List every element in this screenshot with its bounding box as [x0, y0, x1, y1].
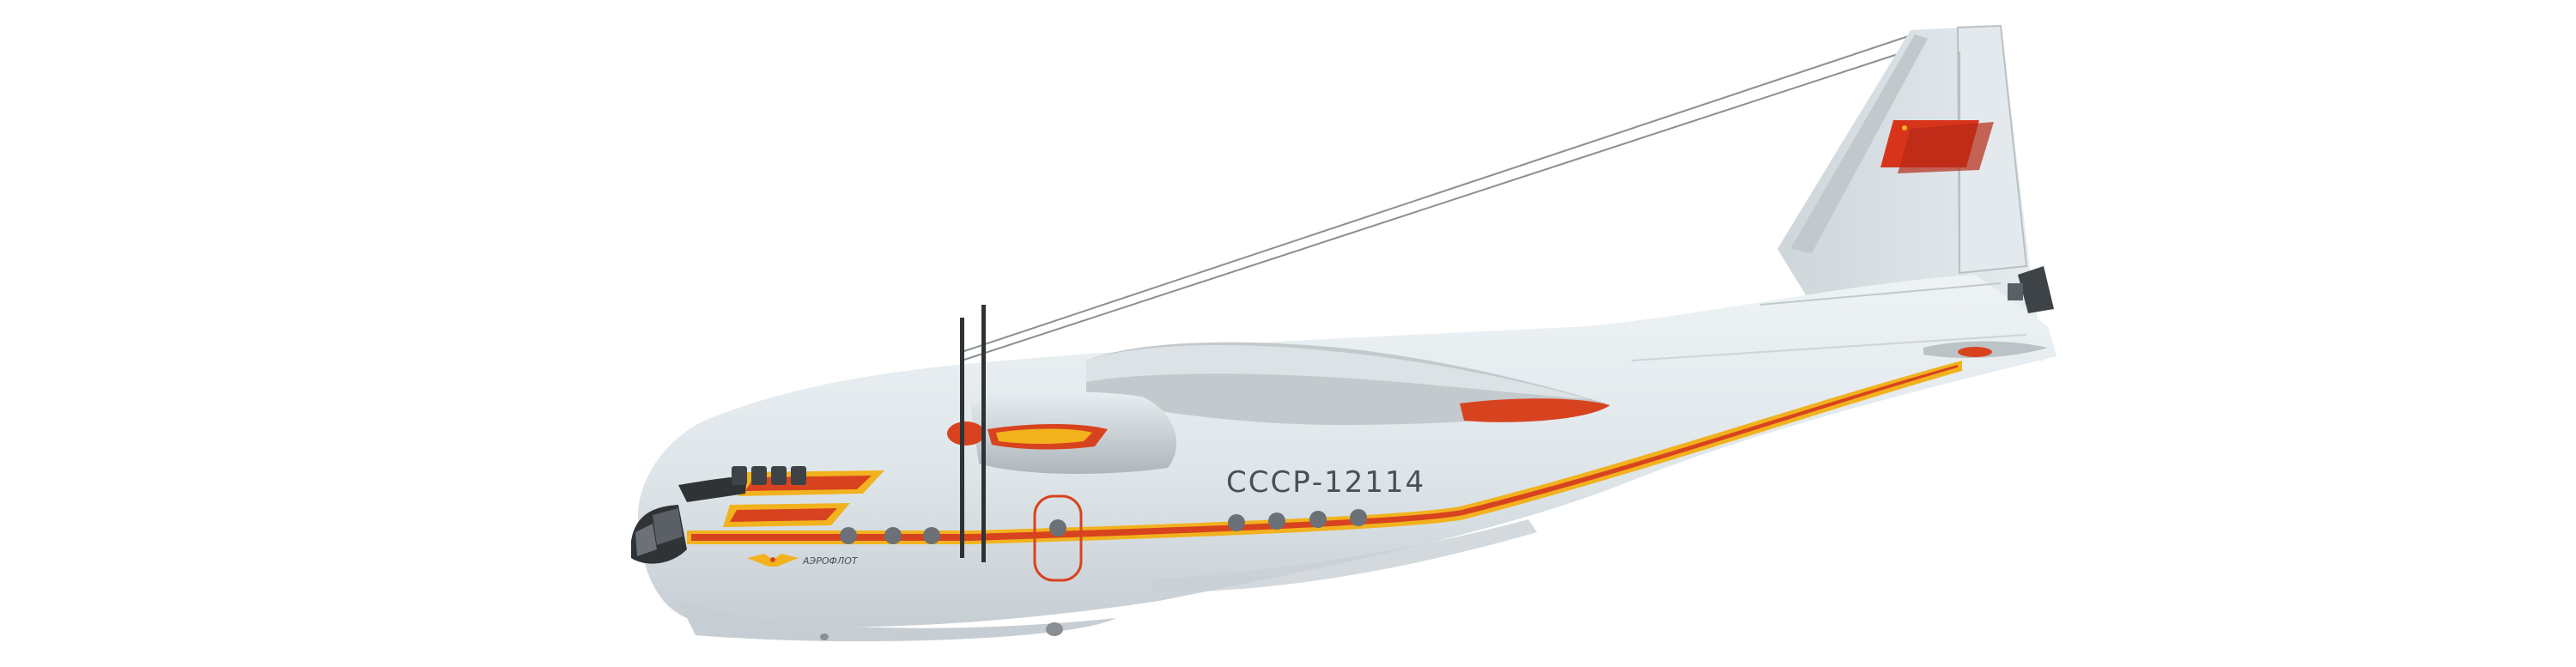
horizontal-stabilizer	[1923, 341, 2048, 358]
cabin-window	[923, 527, 940, 544]
cabin-window	[840, 527, 857, 544]
fuselage	[637, 275, 2057, 642]
antenna-wires	[961, 32, 1933, 361]
main-wing	[1086, 342, 1610, 425]
propeller-blade	[960, 318, 964, 558]
tail-cone	[2008, 266, 2054, 313]
cabin-window	[1268, 512, 1285, 530]
registration-text: СССР-12114	[1226, 465, 1425, 500]
airline-name-text: АЭРОФЛОТ	[802, 555, 859, 567]
landing-gear	[820, 622, 1063, 640]
propeller-blade	[981, 305, 986, 562]
nose-glazing	[631, 476, 747, 564]
cabin-windows	[840, 509, 1367, 544]
cabin-window	[1309, 511, 1327, 528]
propellers	[960, 305, 986, 562]
engine-nacelle	[947, 391, 1176, 474]
cabin-window	[1350, 509, 1367, 526]
soviet-flag-icon	[1880, 120, 1994, 173]
entry-door	[1033, 494, 1083, 582]
aeroflot-wings-logo-icon	[747, 554, 799, 567]
cabin-window	[884, 527, 902, 544]
antenna-wire-upper	[961, 32, 1920, 353]
cabin-window	[1228, 514, 1245, 531]
antenna-wire-lower	[961, 42, 1933, 361]
cockpit-windows	[732, 466, 806, 485]
